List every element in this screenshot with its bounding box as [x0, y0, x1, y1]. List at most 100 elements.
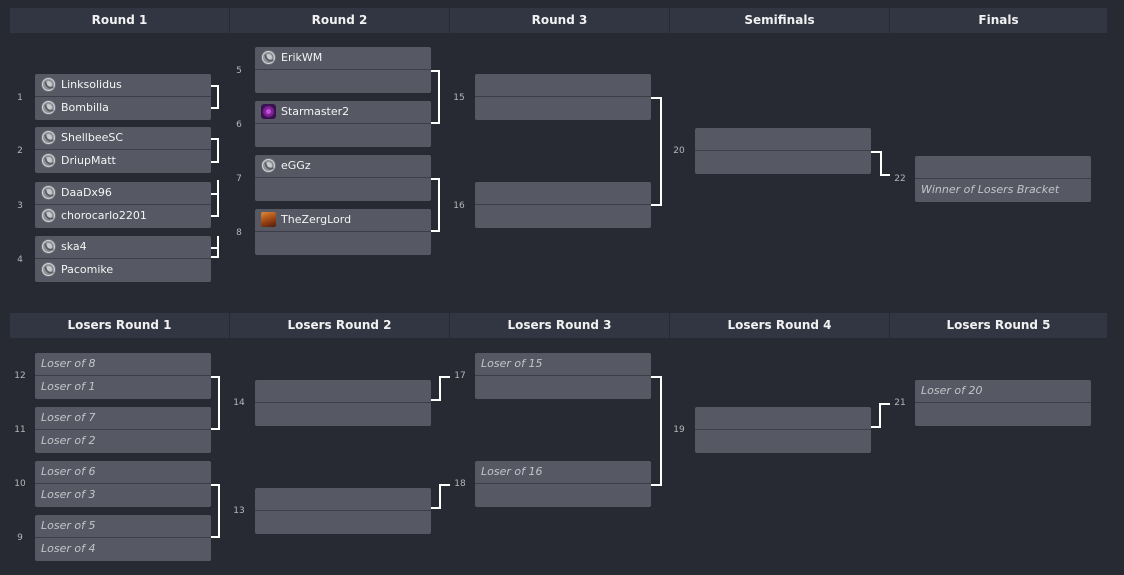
empty-slot[interactable]	[695, 407, 871, 430]
match-card[interactable]: Starmaster2	[255, 101, 431, 147]
empty-slot[interactable]	[255, 70, 431, 92]
match-card[interactable]: Loser of 7 Loser of 2	[35, 407, 211, 453]
match-card[interactable]: Loser of 8 Loser of 1	[35, 353, 211, 399]
placeholder-slot[interactable]: Loser of 5	[35, 515, 211, 538]
bracket-connector	[879, 403, 881, 428]
header-round-3: Round 3	[449, 8, 669, 33]
bracket-connector	[211, 256, 219, 258]
empty-slot[interactable]	[255, 178, 431, 200]
placeholder-slot[interactable]: Loser of 15	[475, 353, 651, 376]
bracket-connector	[211, 484, 220, 486]
match-card[interactable]	[695, 128, 871, 174]
match-card[interactable]	[475, 74, 651, 120]
empty-slot[interactable]	[475, 182, 651, 205]
empty-slot[interactable]	[475, 74, 651, 97]
empty-slot[interactable]	[695, 128, 871, 151]
player-slot[interactable]: ska4	[35, 236, 211, 259]
match-card[interactable]: ShellbeeSC DriupMatt	[35, 127, 211, 173]
player-slot[interactable]: Starmaster2	[255, 101, 431, 124]
empty-slot[interactable]	[915, 403, 1091, 425]
bracket-connector	[211, 428, 220, 430]
match-number: 12	[14, 371, 26, 381]
match-number: 19	[673, 425, 685, 435]
empty-slot[interactable]	[255, 232, 431, 254]
player-avatar-icon	[41, 208, 56, 223]
bracket-connector	[871, 151, 882, 153]
match-card[interactable]	[255, 380, 431, 426]
placeholder-slot[interactable]: Loser of 6	[35, 461, 211, 484]
bracket-connector	[211, 193, 219, 195]
player-slot[interactable]: eGGz	[255, 155, 431, 178]
bracket-connector	[211, 138, 219, 140]
empty-slot[interactable]	[475, 205, 651, 227]
player-slot[interactable]: ShellbeeSC	[35, 127, 211, 150]
match-card[interactable]: Loser of 6 Loser of 3	[35, 461, 211, 507]
placeholder-slot[interactable]: Loser of 3	[41, 488, 96, 501]
placeholder-slot[interactable]: Loser of 16	[475, 461, 651, 484]
empty-slot[interactable]	[695, 430, 871, 452]
player-slot[interactable]: ErikWM	[255, 47, 431, 70]
zerg-avatar-icon	[261, 104, 276, 119]
match-number: 22	[894, 174, 906, 184]
bracket-connector	[438, 178, 440, 232]
empty-slot[interactable]	[255, 380, 431, 403]
player-avatar-icon	[41, 239, 56, 254]
match-card[interactable]: DaaDx96 chorocarlo2201	[35, 182, 211, 228]
player-slot[interactable]: Linksolidus	[35, 74, 211, 97]
placeholder-slot[interactable]: Loser of 7	[35, 407, 211, 430]
player-slot[interactable]: chorocarlo2201	[35, 205, 211, 227]
empty-slot[interactable]	[255, 488, 431, 511]
empty-slot[interactable]	[475, 376, 651, 398]
player-slot[interactable]: DriupMatt	[35, 150, 211, 172]
header-losers-round-5: Losers Round 5	[889, 313, 1107, 338]
match-card[interactable]	[695, 407, 871, 453]
empty-slot[interactable]	[255, 403, 431, 425]
placeholder-slot[interactable]: Loser of 1	[41, 380, 96, 393]
header-losers-round-1: Losers Round 1	[10, 313, 229, 338]
player-slot[interactable]: Bombilla	[35, 97, 211, 119]
player-slot[interactable]: TheZergLord	[255, 209, 431, 232]
bracket-connector	[651, 484, 662, 486]
match-card[interactable]: Loser of 20	[915, 380, 1091, 426]
bracket-connector	[211, 85, 219, 87]
player-name: Linksolidus	[61, 78, 122, 91]
placeholder-slot[interactable]: Loser of 20	[915, 380, 1091, 403]
placeholder-slot[interactable]: Loser of 4	[41, 542, 96, 555]
match-number: 2	[17, 146, 23, 156]
match-card[interactable]: ErikWM	[255, 47, 431, 93]
match-card[interactable]	[475, 182, 651, 228]
placeholder-slot[interactable]: Loser of 2	[41, 434, 96, 447]
empty-slot[interactable]	[695, 151, 871, 173]
empty-slot[interactable]	[475, 97, 651, 119]
match-number: 7	[236, 174, 242, 184]
bracket-connector	[871, 426, 881, 428]
match-card[interactable]: Loser of 15	[475, 353, 651, 399]
match-card[interactable]: Loser of 5 Loser of 4	[35, 515, 211, 561]
match-card[interactable]: ska4 Pacomike	[35, 236, 211, 282]
match-number: 13	[233, 506, 245, 516]
empty-slot[interactable]	[915, 156, 1091, 179]
player-slot[interactable]: Pacomike	[35, 259, 211, 281]
match-card[interactable]	[255, 488, 431, 534]
match-card[interactable]: eGGz	[255, 155, 431, 201]
bracket-connector	[217, 236, 219, 258]
placeholder-slot[interactable]: Loser of 8	[35, 353, 211, 376]
match-number: 14	[233, 398, 245, 408]
bracket-connector	[211, 247, 219, 249]
bracket-connector	[439, 376, 450, 378]
player-avatar-icon	[41, 185, 56, 200]
player-name: Starmaster2	[281, 105, 350, 118]
bracket-connector	[431, 178, 440, 180]
empty-slot[interactable]	[255, 124, 431, 146]
empty-slot[interactable]	[475, 484, 651, 506]
match-card[interactable]: TheZergLord	[255, 209, 431, 255]
match-card[interactable]: Linksolidus Bombilla	[35, 74, 211, 120]
player-name: TheZergLord	[281, 213, 352, 226]
match-number: 4	[17, 255, 23, 265]
placeholder-slot[interactable]: Winner of Losers Bracket	[921, 183, 1060, 196]
player-slot[interactable]: DaaDx96	[35, 182, 211, 205]
player-avatar-icon	[41, 153, 56, 168]
match-card[interactable]: Loser of 16	[475, 461, 651, 507]
match-card[interactable]: Winner of Losers Bracket	[915, 156, 1091, 202]
empty-slot[interactable]	[255, 511, 431, 533]
